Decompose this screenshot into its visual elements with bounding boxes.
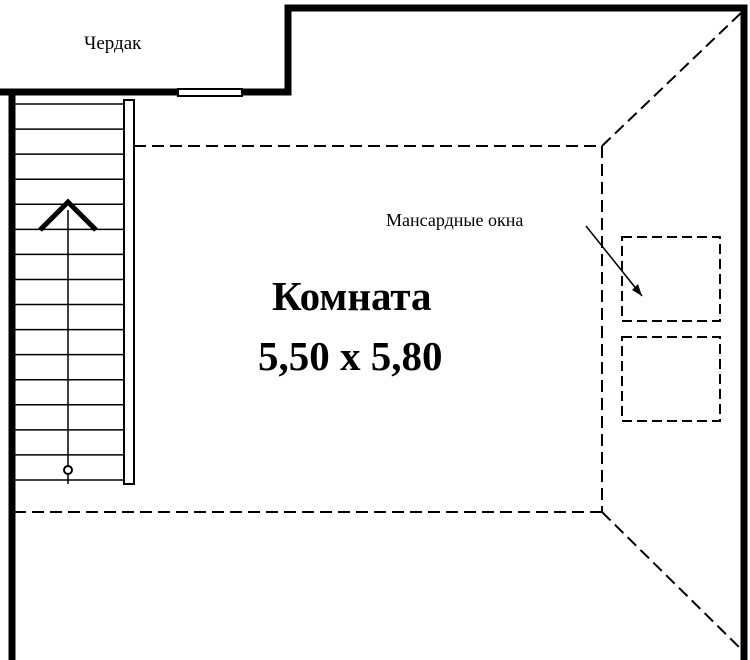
dormer-leader-arrow-icon: [632, 284, 642, 296]
dormer-window-1: [621, 236, 721, 322]
stair-steps: [14, 103, 124, 481]
dormer-windows-label: Мансардные окна: [386, 210, 524, 230]
stair-start-dot: [63, 465, 73, 475]
room-title: Комната: [272, 273, 432, 319]
roof-slope-lines: [14, 11, 743, 651]
staircase: [14, 99, 135, 485]
slope-corner-top: [601, 11, 743, 147]
attic-door: [177, 88, 243, 97]
dormer-windows: [621, 236, 721, 422]
room-size: 5,50 х 5,80: [258, 333, 443, 379]
attic-label: Чердак: [84, 33, 142, 54]
dormer-window-2: [621, 336, 721, 422]
stair-up-arrow-icon: [38, 198, 98, 232]
dormer-label-leader: [585, 225, 643, 297]
stair-stringer: [123, 99, 135, 485]
slope-corner-bottom: [601, 511, 743, 651]
